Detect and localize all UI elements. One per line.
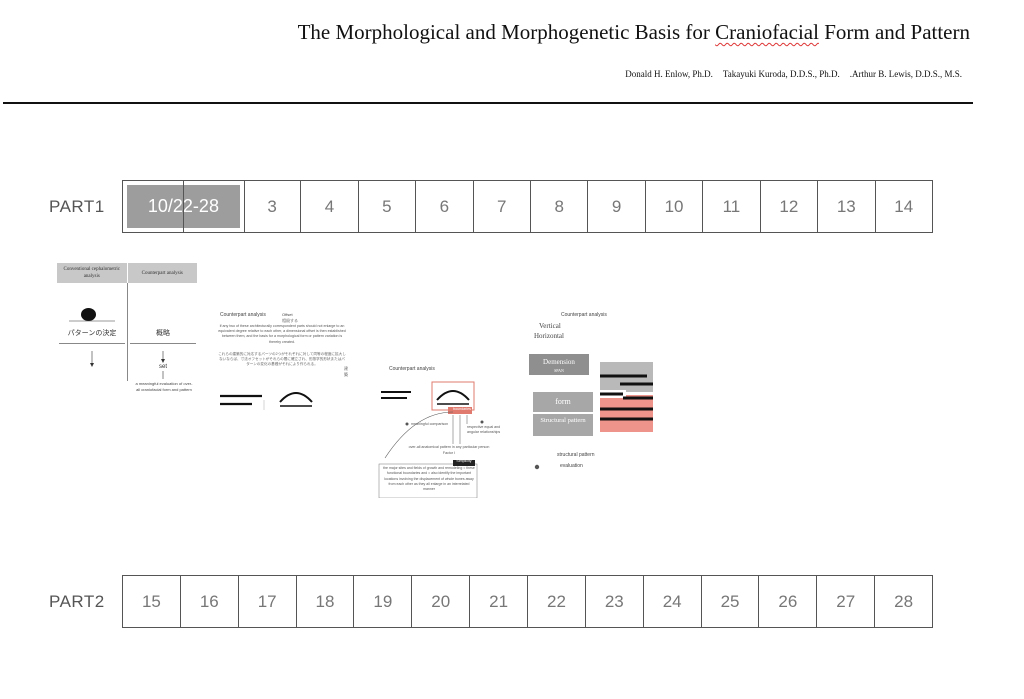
header-rule bbox=[3, 102, 973, 104]
set-label: set bbox=[158, 364, 167, 370]
author-line: Donald H. Enlow, Ph.D. Takayuki Kuroda, D… bbox=[625, 69, 962, 79]
part1-cell[interactable]: 14 bbox=[894, 196, 914, 216]
boundaries-diagram-graphic bbox=[378, 381, 484, 498]
form-box: form bbox=[533, 392, 593, 412]
offset-figure-heading: Counterpart analysis bbox=[220, 312, 266, 318]
conventional-column: パターンの決定 bbox=[57, 283, 128, 381]
part2-label: PART2 bbox=[49, 592, 105, 611]
part1-cell[interactable]: 9 bbox=[588, 181, 646, 232]
dimension-figure-heading: Counterpart analysis bbox=[561, 312, 607, 318]
relationships-label: respective equal and angular relationshi… bbox=[467, 425, 501, 435]
part1-cell[interactable]: 13 bbox=[818, 181, 876, 232]
part2-cell[interactable]: 20 bbox=[412, 576, 471, 627]
part2-cell[interactable]: 21 bbox=[470, 576, 529, 627]
offset-side-note: 建築 bbox=[344, 366, 348, 377]
part2-cell[interactable]: 25 bbox=[702, 576, 760, 627]
part2-cell[interactable]: 18 bbox=[297, 576, 355, 627]
summary-label: 概略 bbox=[156, 330, 170, 337]
simplicity-box-text: the major sites and fields of growth and… bbox=[383, 466, 475, 491]
conventional-analysis-header: Conventional cephalometric analysis bbox=[57, 263, 128, 283]
table-divider bbox=[130, 343, 196, 344]
part1-cell[interactable]: 3 bbox=[244, 181, 302, 232]
part2-cell[interactable]: 23 bbox=[586, 576, 644, 627]
title-text-start: The Morphological and Morphogenetic Basi… bbox=[297, 20, 716, 44]
part2-schedule-row: 15 16 17 18 19 20 21 22 23 24 25 26 27 2… bbox=[122, 575, 933, 628]
offset-jp-label: 相殺する bbox=[282, 318, 298, 323]
part1-schedule-row: 10/22-28 3 4 5 6 7 8 9 10 11 12 13 14 bbox=[122, 180, 933, 233]
figure-offset: Counterpart analysis Offset 相殺する If any … bbox=[216, 310, 351, 420]
part1-cell[interactable]: 11 bbox=[703, 181, 761, 232]
part2-cell[interactable]: 28 bbox=[894, 591, 914, 611]
part1-label: PART1 bbox=[49, 197, 105, 216]
author-2: Takayuki Kuroda, D.D.S., Ph.D. bbox=[722, 69, 840, 79]
part2-cell[interactable]: 27 bbox=[817, 576, 876, 627]
part2-cell[interactable]: 16 bbox=[181, 576, 239, 627]
vertical-label: Vertical bbox=[539, 322, 561, 330]
offset-bars-graphic bbox=[220, 392, 313, 410]
part1-cell[interactable]: 4 bbox=[301, 181, 359, 232]
dimension-box: Demension SPAN bbox=[529, 354, 589, 375]
part1-cell[interactable]: 10 bbox=[646, 181, 704, 232]
overlap-bars-graphic bbox=[600, 362, 653, 432]
author-3: .Arthur B. Lewis, D.D.S., M.S. bbox=[849, 69, 962, 79]
part2-cell[interactable]: 17 bbox=[239, 576, 297, 627]
part2-cell[interactable]: 15 bbox=[123, 576, 181, 627]
boundaries-badge: boundaries bbox=[453, 407, 471, 411]
simplicity-tag: Simplicity bbox=[456, 459, 472, 463]
counterpart-analysis-header: Counterpart analysis bbox=[127, 263, 198, 283]
conventional-arrows-graphic bbox=[69, 320, 115, 367]
decision-label: パターンの決定 bbox=[67, 330, 117, 337]
figure-comparison-table: Conventional cephalometric analysis Coun… bbox=[57, 263, 198, 392]
document-title: The Morphological and Morphogenetic Basi… bbox=[298, 20, 970, 45]
figure-dimension: Counterpart analysis Vertical Horizontal… bbox=[527, 310, 657, 475]
factor-label: Factor I bbox=[442, 451, 456, 455]
counterpart-column: 概略 set a meaningful evaluation of over-a… bbox=[128, 283, 198, 392]
offset-paragraph: If any two of these architecturally corr… bbox=[218, 324, 346, 344]
evaluation-caption: evaluation bbox=[560, 463, 583, 469]
part2-cell[interactable]: 24 bbox=[644, 576, 702, 627]
part1-cell[interactable]: 6 bbox=[416, 181, 474, 232]
boundaries-figure-heading: Counterpart analysis bbox=[389, 366, 435, 372]
part1-cell[interactable]: 8 bbox=[531, 181, 589, 232]
author-1: Donald H. Enlow, Ph.D. bbox=[625, 69, 713, 79]
table-divider bbox=[59, 343, 125, 344]
part2-cell[interactable]: 26 bbox=[759, 576, 818, 627]
figure-overlap-bars bbox=[599, 362, 654, 432]
circle-graphic bbox=[81, 308, 96, 321]
part1-cell[interactable]: 5 bbox=[359, 181, 417, 232]
part1-cell[interactable]: 12 bbox=[761, 181, 819, 232]
part1-cell-highlighted[interactable]: 10/22-28 bbox=[122, 180, 245, 233]
offset-label: Offset bbox=[282, 312, 293, 317]
horizontal-label: Horizontal bbox=[534, 332, 564, 340]
title-text-end: Form and Pattern bbox=[818, 20, 970, 44]
evaluation-bullet-graphic bbox=[534, 464, 540, 470]
counterpart-arrows-graphic bbox=[161, 351, 165, 379]
structural-pattern-caption: structural pattern bbox=[557, 452, 595, 458]
title-spellcheck-word: Craniofacial bbox=[715, 20, 819, 44]
part2-cell[interactable]: 19 bbox=[354, 576, 413, 627]
part2-cell[interactable]: 22 bbox=[528, 576, 586, 627]
span-label: SPAN bbox=[554, 367, 564, 373]
evaluation-caption: a meaningful evaluation of over-all cran… bbox=[135, 381, 193, 392]
part1-cell[interactable]: 7 bbox=[474, 181, 531, 232]
figure-boundaries: Counterpart analysis boundaries meaningf… bbox=[375, 362, 505, 498]
meaningful-comparison-label: meaningful comparison bbox=[411, 422, 449, 426]
overall-pattern-label: over-all anatomical pattern in any parti… bbox=[408, 445, 490, 449]
dimension-box-title: Demension bbox=[543, 358, 575, 366]
offset-jp-paragraph: これらの建築的に対応するパーツの2つがそれぞれに対して同等の程度に拡大しないなら… bbox=[218, 352, 346, 367]
structural-pattern-box: Structural pattern bbox=[533, 414, 593, 436]
